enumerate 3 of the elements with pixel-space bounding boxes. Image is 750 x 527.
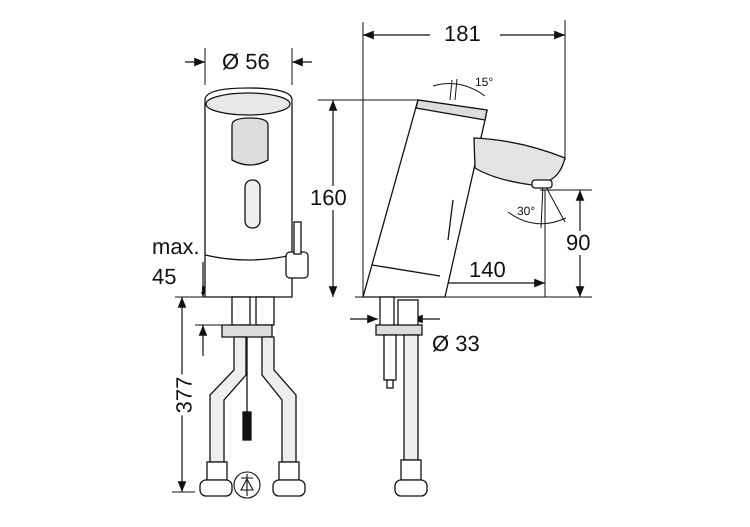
dimension-label: 90 [564,231,592,255]
angle-label: 30° [516,205,536,218]
angle-label: 15° [474,76,494,89]
